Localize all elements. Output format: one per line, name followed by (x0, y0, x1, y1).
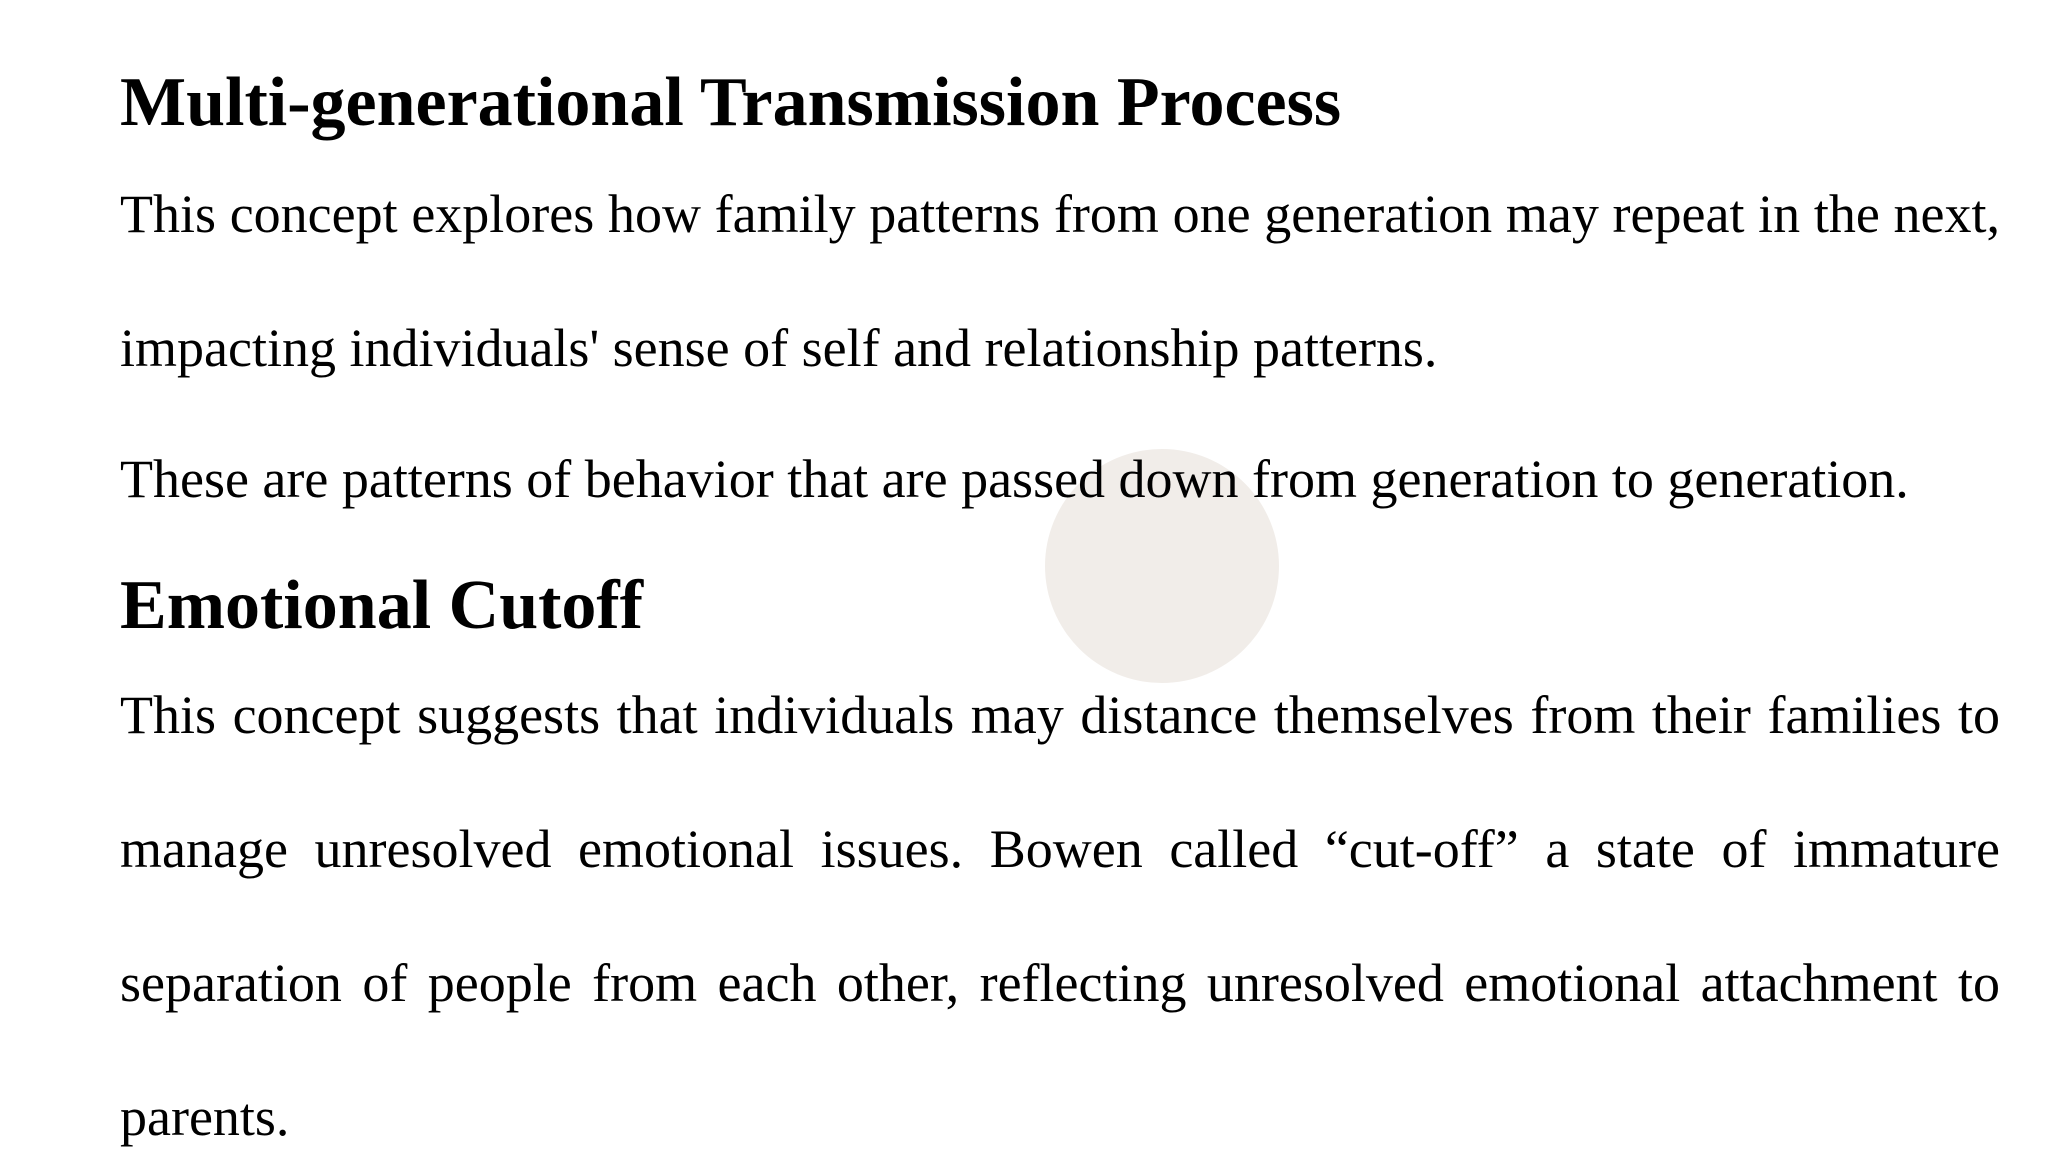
section-heading-emotional-cutoff: Emotional Cutoff (120, 567, 644, 644)
paragraph-transmission-description: This concept explores how family pattern… (120, 184, 2000, 378)
paragraph-emotional-cutoff-description: This concept suggests that individuals m… (120, 685, 2000, 1147)
paragraph-transmission-patterns: These are patterns of behavior that are … (120, 449, 1909, 509)
watermark-circle (1045, 449, 1279, 683)
section-heading-multigenerational-transmission: Multi-generational Transmission Process (120, 64, 1342, 141)
